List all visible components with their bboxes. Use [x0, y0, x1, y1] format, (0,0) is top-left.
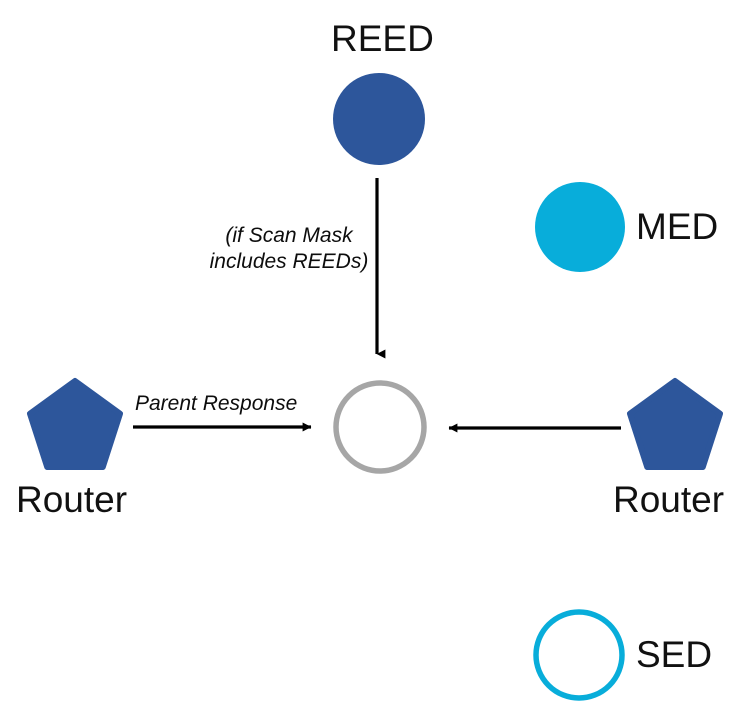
router-left-label: Router: [16, 479, 128, 520]
scan-mask-condition-line-1: (if Scan Mask: [225, 224, 353, 247]
scan-mask-condition-label: (if Scan Mask includes REEDs): [196, 223, 382, 274]
parent-response-edge-label: Parent Response: [135, 392, 298, 415]
scan-mask-condition-line-2: includes REEDs): [209, 249, 369, 273]
reed-node-circle[interactable]: [333, 73, 425, 165]
center-node-circle[interactable]: [333, 380, 427, 474]
sed-node-circle[interactable]: [533, 609, 625, 701]
med-node-circle[interactable]: [535, 182, 625, 272]
sed-node-label: SED: [636, 634, 713, 675]
med-node-label: MED: [636, 206, 719, 247]
router-left-pentagon[interactable]: [27, 378, 123, 470]
reed-node-label: REED: [331, 18, 434, 59]
router-right-pentagon[interactable]: [627, 378, 723, 470]
router-right-label: Router: [613, 479, 725, 520]
